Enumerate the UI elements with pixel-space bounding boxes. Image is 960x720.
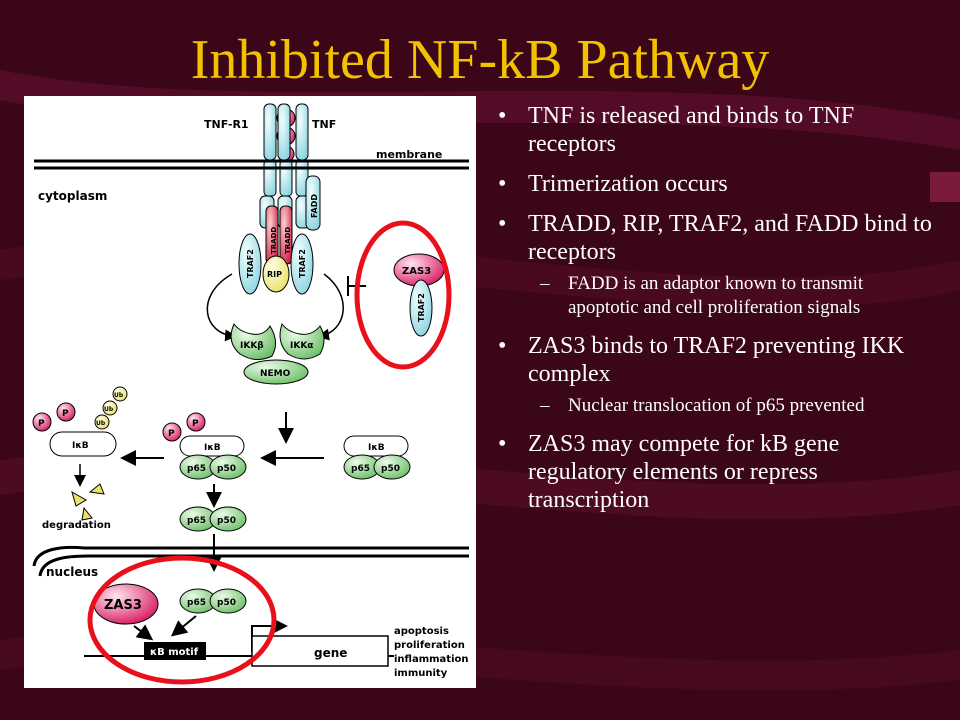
label-rip: RIP xyxy=(267,270,282,279)
label-tradd-1: TRADD xyxy=(270,227,278,254)
traf2-proteins: TRAF2 TRAF2 xyxy=(238,233,314,295)
label-traf2-right: TRAF2 xyxy=(298,249,307,278)
sub-bullet-item: –Nuclear translocation of p65 prevented xyxy=(496,394,936,418)
sub-bullet-dash: – xyxy=(540,395,550,416)
highlight-circle-bottom xyxy=(87,555,277,685)
p65-p50-nuclear: p65 p50 xyxy=(179,588,247,614)
label-ikb-center: IκB xyxy=(204,443,221,453)
bullet-dot: • xyxy=(498,103,507,129)
ikb-p65-p50-phosphorylated: P P IκB p65 p50 xyxy=(162,412,247,480)
label-outcome-inflammation: inflammation xyxy=(394,654,469,665)
label-ub-3: Ub xyxy=(96,420,106,427)
label-p50-free: p50 xyxy=(217,516,236,526)
bullet-list: • TNF is released and binds to TNF recept… xyxy=(496,102,936,526)
label-nemo: NEMO xyxy=(260,369,291,379)
label-traf2-zas3: TRAF2 xyxy=(417,293,426,322)
tradd-proteins: TRADD TRADD xyxy=(265,205,293,265)
arrow-to-motif xyxy=(170,615,197,637)
bullet-item: • Trimerization occurs xyxy=(496,170,936,198)
label-tnf: TNF xyxy=(312,118,336,131)
label-fadd: FADD xyxy=(310,194,319,218)
slide-title: Inhibited NF-kB Pathway xyxy=(190,29,770,91)
label-membrane: membrane xyxy=(376,148,442,161)
bullet-text: TRADD, RIP, TRAF2, and FADD bind to rece… xyxy=(528,211,932,265)
bullet-item: • TNF is released and binds to TNF recept… xyxy=(496,102,936,158)
label-kb-motif: κB motif xyxy=(150,647,199,658)
bullet-text: ZAS3 may compete for kB gene regulatory … xyxy=(528,431,840,513)
label-gene: gene xyxy=(314,646,347,660)
label-ub-2: Ub xyxy=(104,406,114,413)
bullet-dot: • xyxy=(498,333,507,359)
label-zas3-top: ZAS3 xyxy=(402,266,431,277)
label-cytoplasm: cytoplasm xyxy=(38,189,107,203)
label-p50-center: p50 xyxy=(217,464,236,474)
label-zas3-nuclear: ZAS3 xyxy=(104,598,142,613)
sub-bullet-item: –FADD is an adaptor known to transmit ap… xyxy=(496,272,936,320)
ikb-phosphorylated-left: IκB P P xyxy=(32,402,117,457)
degradation-fragments xyxy=(71,483,105,521)
label-ikb-left: IκB xyxy=(72,441,89,451)
bullet-dot: • xyxy=(498,211,507,237)
decor-square xyxy=(930,172,960,202)
nuclear-envelope xyxy=(32,545,469,567)
zas3-nuclear: ZAS3 xyxy=(93,583,159,625)
pathway-svg: TNF-R1 TNF membrane cytoplasm TRADD TRAD… xyxy=(32,103,469,685)
bullet-text: TNF is released and binds to TNF recepto… xyxy=(528,103,855,157)
label-p65-nuclear: p65 xyxy=(187,598,206,608)
arrow-zas3-to-motif xyxy=(133,624,154,641)
p65-p50-free: p65 p50 xyxy=(179,506,247,532)
label-degradation: degradation xyxy=(42,520,111,531)
label-nucleus: nucleus xyxy=(46,565,98,579)
bullet-dot: • xyxy=(498,431,507,457)
membrane xyxy=(34,159,469,170)
label-p50-right: p50 xyxy=(381,464,400,474)
arrow-curve-right xyxy=(317,273,344,341)
label-p-1: P xyxy=(38,419,45,429)
label-traf2-left: TRAF2 xyxy=(246,249,255,278)
fadd-protein: FADD xyxy=(305,175,321,231)
gene-box xyxy=(251,635,389,667)
label-p65-free: p65 xyxy=(187,516,206,526)
label-tnf-r1: TNF-R1 xyxy=(204,118,249,131)
label-p-4: P xyxy=(192,419,199,429)
arrow-curve-left xyxy=(206,273,237,342)
ikb-p65-p50-resting: IκB p65 p50 xyxy=(343,435,411,480)
bullet-item: • ZAS3 binds to TRAF2 preventing IKK comp… xyxy=(496,332,936,388)
label-ikk-beta: IKKβ xyxy=(240,341,264,351)
bullet-item: • ZAS3 may compete for kB gene regulatory… xyxy=(496,430,936,514)
label-outcome-apoptosis: apoptosis xyxy=(394,626,449,637)
bullet-dot: • xyxy=(498,171,507,197)
label-p65-center: p65 xyxy=(187,464,206,474)
pathway-diagram: TNF-R1 TNF membrane cytoplasm TRADD TRAD… xyxy=(24,96,476,688)
label-p-2: P xyxy=(62,409,69,419)
label-ikb-right: IκB xyxy=(368,443,385,453)
label-ikk-alpha: IKKα xyxy=(290,341,313,351)
bullet-item: • TRADD, RIP, TRAF2, and FADD bind to rec… xyxy=(496,210,936,266)
sub-bullet-text: FADD is an adaptor known to transmit apo… xyxy=(568,273,864,318)
sub-bullet-text: Nuclear translocation of p65 prevented xyxy=(568,395,865,416)
label-ub-1: Ub xyxy=(114,392,124,399)
label-p-3: P xyxy=(168,429,175,439)
label-outcome-proliferation: proliferation xyxy=(394,640,465,651)
sub-bullet-dash: – xyxy=(540,273,550,294)
label-tradd-2: TRADD xyxy=(284,227,292,254)
bullet-text: ZAS3 binds to TRAF2 preventing IKK compl… xyxy=(528,333,905,387)
bullet-text: Trimerization occurs xyxy=(528,171,728,197)
tnf-receptors xyxy=(263,103,309,197)
label-outcome-immunity: immunity xyxy=(394,668,448,679)
zas3-traf2-complex: ZAS3 TRAF2 xyxy=(393,253,445,337)
ikk-complex: IKKβ IKKα NEMO xyxy=(230,322,325,385)
kb-motif-box xyxy=(144,642,206,660)
label-p65-right: p65 xyxy=(351,464,370,474)
highlight-circle-top xyxy=(354,220,452,370)
rip-protein: RIP xyxy=(262,255,290,293)
label-p50-nuclear: p50 xyxy=(217,598,236,608)
ubiquitin-chain xyxy=(94,386,128,430)
nuclear-envelope-inner xyxy=(38,554,469,577)
